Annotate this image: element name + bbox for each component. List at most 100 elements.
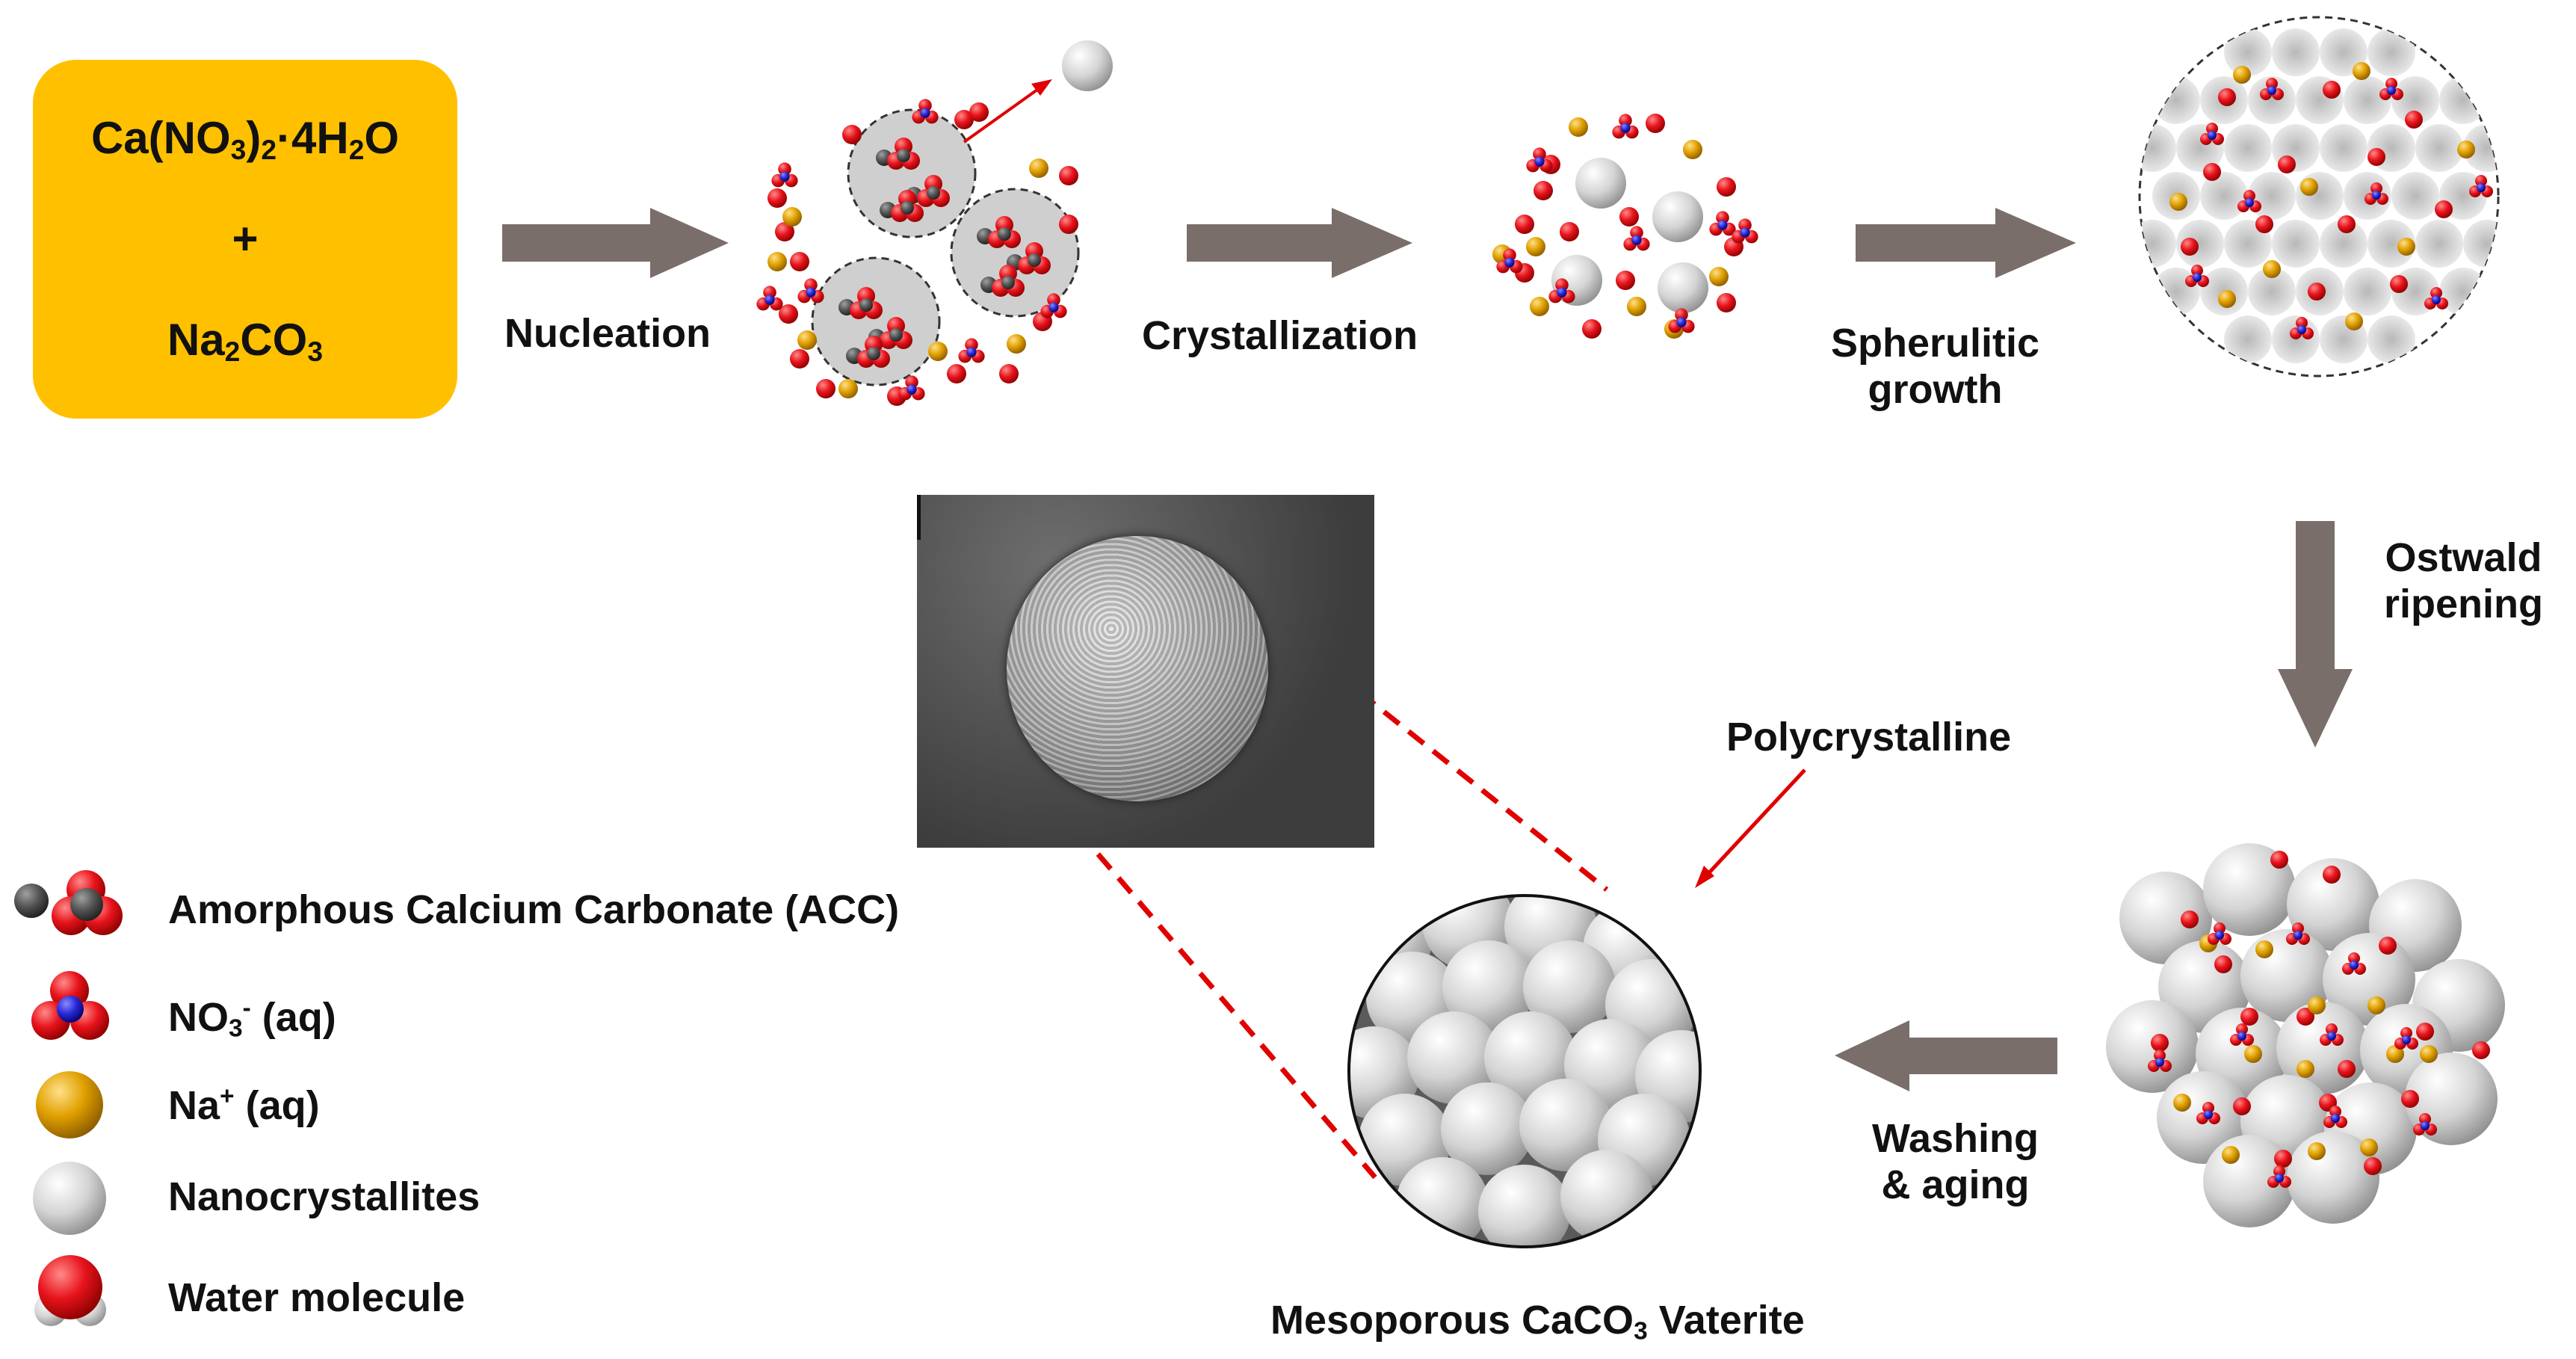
sodium-particle (2397, 238, 2415, 256)
sodium-particle (1627, 297, 1646, 316)
water-particle (1059, 166, 1078, 185)
water-particle (1646, 114, 1665, 133)
water-particle (2435, 200, 2453, 218)
spherulite-pore (2224, 315, 2272, 363)
sodium-particle (782, 207, 802, 226)
nitrate-ion-icon (31, 971, 109, 1040)
spherulite-pore (2140, 124, 2176, 172)
sodium-particle (1530, 297, 1549, 316)
polycrystalline-pointer (1702, 768, 1806, 880)
nitrate-particle (1732, 218, 1758, 244)
nitrate-particle (2342, 952, 2366, 975)
nanocrystallite (2203, 843, 2296, 936)
sodium-particle (1029, 158, 1048, 178)
water-particle (1717, 293, 1736, 312)
water-molecule-icon (34, 1255, 106, 1326)
sodium-particle (2218, 290, 2236, 308)
nitrate-particle (756, 286, 783, 311)
arrow-nucleation (502, 208, 729, 278)
nanocrystallite (1652, 191, 1703, 242)
label-crystallization: Crystallization (1142, 313, 1418, 358)
water-particle (2151, 1034, 2169, 1052)
water-particle (2233, 1097, 2251, 1115)
water-particle (2308, 283, 2326, 301)
water-particle (2323, 81, 2341, 99)
nitrate-particle (2237, 190, 2261, 212)
water-particle (767, 188, 787, 208)
water-particle (2367, 148, 2385, 166)
water-particle (2255, 215, 2273, 233)
nitrate-particle (898, 375, 925, 401)
water-particle (1717, 177, 1736, 197)
spherulite-pore (2367, 220, 2415, 268)
spherulite-content (2140, 28, 2498, 363)
water-particle (2416, 1023, 2434, 1041)
nanocrystallite (1523, 940, 1616, 1033)
sodium-particle (2169, 193, 2187, 211)
nanocrystallite (1519, 1079, 1612, 1171)
sodium-particle (1007, 334, 1026, 354)
nucleation-release-arrow-head (1031, 79, 1052, 96)
water-particle (2297, 1008, 2314, 1026)
water-particle (1560, 222, 1579, 241)
sodium-particle (797, 330, 817, 350)
nitrate-particle (2267, 1165, 2291, 1188)
acc-particle (880, 190, 924, 222)
legend-label-nitrate: NO3- (aq) (168, 993, 336, 1043)
nitrate-particle (771, 162, 798, 188)
nitrate-particle (2320, 1023, 2344, 1046)
spherulite-pore (2224, 28, 2272, 76)
nitrate-particle (1548, 278, 1575, 303)
nitrate-particle (2413, 1113, 2437, 1135)
sodium-particle (1526, 237, 1545, 256)
spherulite-pore (2415, 124, 2463, 172)
sodium-particle (2420, 1045, 2438, 1063)
reactant-box: Ca(NO3)2·4H2O + Na2CO3 (33, 60, 457, 419)
water-particle (1533, 181, 1553, 200)
sodium-particle (2308, 1142, 2326, 1160)
water-particle (2338, 1060, 2356, 1078)
nitrate-particle (1612, 114, 1639, 139)
nanocrystallite (1062, 40, 1113, 91)
water-particle (2401, 1090, 2419, 1108)
nitrate-particle (2290, 317, 2314, 339)
sodium-particle (2300, 178, 2318, 196)
sodium-particle (2345, 312, 2363, 330)
sodium-particle (2360, 1138, 2378, 1156)
nanocrystallite (2119, 872, 2212, 964)
water-particle (999, 364, 1019, 383)
water-particle (969, 102, 989, 122)
water-particle (2181, 910, 2199, 928)
nanocrystallite (1442, 940, 1535, 1033)
water-particle (779, 304, 798, 324)
spherulite-pore (2320, 28, 2367, 76)
spherulite-pore (2415, 220, 2463, 268)
spherulite-pore (2463, 124, 2498, 172)
label-polycrystalline: Polycrystalline (1726, 715, 2012, 759)
nitrate-particle (2230, 1023, 2254, 1046)
spherulite-pore (2296, 172, 2344, 220)
nanocrystallite-icon (33, 1162, 106, 1235)
sodium-particle (767, 252, 787, 271)
spherulite-pore (2367, 28, 2415, 76)
nanocrystallite (1658, 262, 1708, 313)
nitrate-particle (797, 278, 824, 303)
water-particle (775, 222, 794, 241)
nitrate-particle (2379, 78, 2403, 100)
spherulite-pore (2344, 76, 2391, 124)
sodium-particle (2457, 141, 2475, 158)
sem-micrograph (917, 495, 1374, 848)
spherulite-pore (2272, 220, 2320, 268)
water-particle (2278, 155, 2296, 173)
spherulite-pore (2439, 268, 2487, 315)
nanocrystallite (2323, 933, 2415, 1026)
water-particle (2218, 88, 2236, 106)
water-particle (2364, 1157, 2382, 1175)
spherulite-pore (2152, 76, 2200, 124)
water-particle (2240, 1008, 2258, 1026)
nanocrystallite (1441, 1082, 1533, 1175)
sodium-particle (2308, 996, 2326, 1014)
arrow-spherulitic (1856, 208, 2076, 278)
nanocrystallite (1560, 1150, 1653, 1242)
